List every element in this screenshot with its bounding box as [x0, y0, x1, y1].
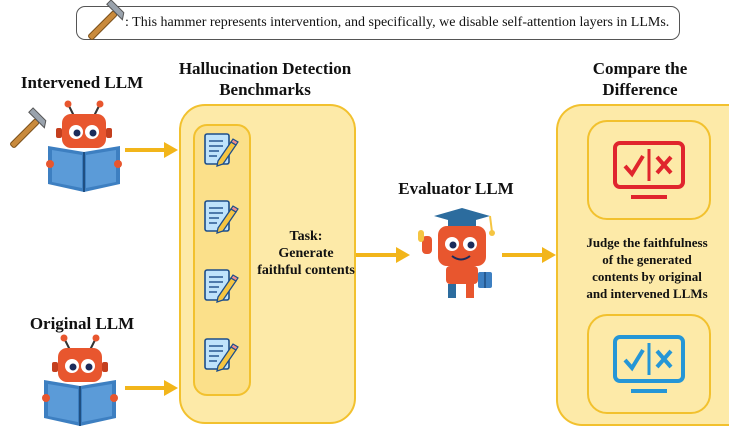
judge-line1: Judge the faithfulness	[586, 235, 708, 250]
document-icon	[204, 133, 239, 167]
benchmarks-title-line1: Hallucination Detection	[178, 59, 352, 78]
judge-line3: contents by original	[592, 269, 702, 284]
compare-title-line2: Difference	[602, 80, 678, 99]
judge-line2: of the generated	[602, 252, 692, 267]
document-icon	[204, 269, 239, 303]
benchmarks-title-line2: Benchmarks	[219, 80, 311, 99]
comparison-monitor-red-icon	[613, 141, 685, 199]
compare-title: Compare the Difference	[570, 58, 710, 100]
legend-text: : This hammer represents intervention, a…	[125, 15, 670, 30]
task-line3: faithful contents	[257, 263, 355, 278]
judge-box-bottom	[587, 314, 711, 414]
compare-title-line1: Compare the	[592, 59, 688, 78]
judge-line4: and intervened LLMs	[586, 286, 708, 301]
judge-box-top	[587, 120, 711, 220]
benchmarks-title: Hallucination Detection Benchmarks	[170, 58, 360, 100]
task-line2: Generate	[278, 246, 334, 261]
evaluator-robot-icon	[418, 208, 495, 298]
comparison-monitor-blue-icon	[613, 335, 685, 393]
document-icon	[204, 200, 239, 234]
task-line1: Task:	[289, 229, 323, 244]
judge-text: Judge the faithfulness of the generated …	[566, 234, 728, 302]
intervened-llm-label: Intervened LLM	[20, 73, 144, 92]
evaluator-llm-label: Evaluator LLM	[398, 179, 514, 198]
original-llm-label: Original LLM	[29, 314, 135, 333]
document-icon	[204, 338, 239, 372]
legend-box: : This hammer represents intervention, a…	[76, 0, 680, 41]
task-text: Task: Generate faithful contents	[256, 228, 356, 279]
